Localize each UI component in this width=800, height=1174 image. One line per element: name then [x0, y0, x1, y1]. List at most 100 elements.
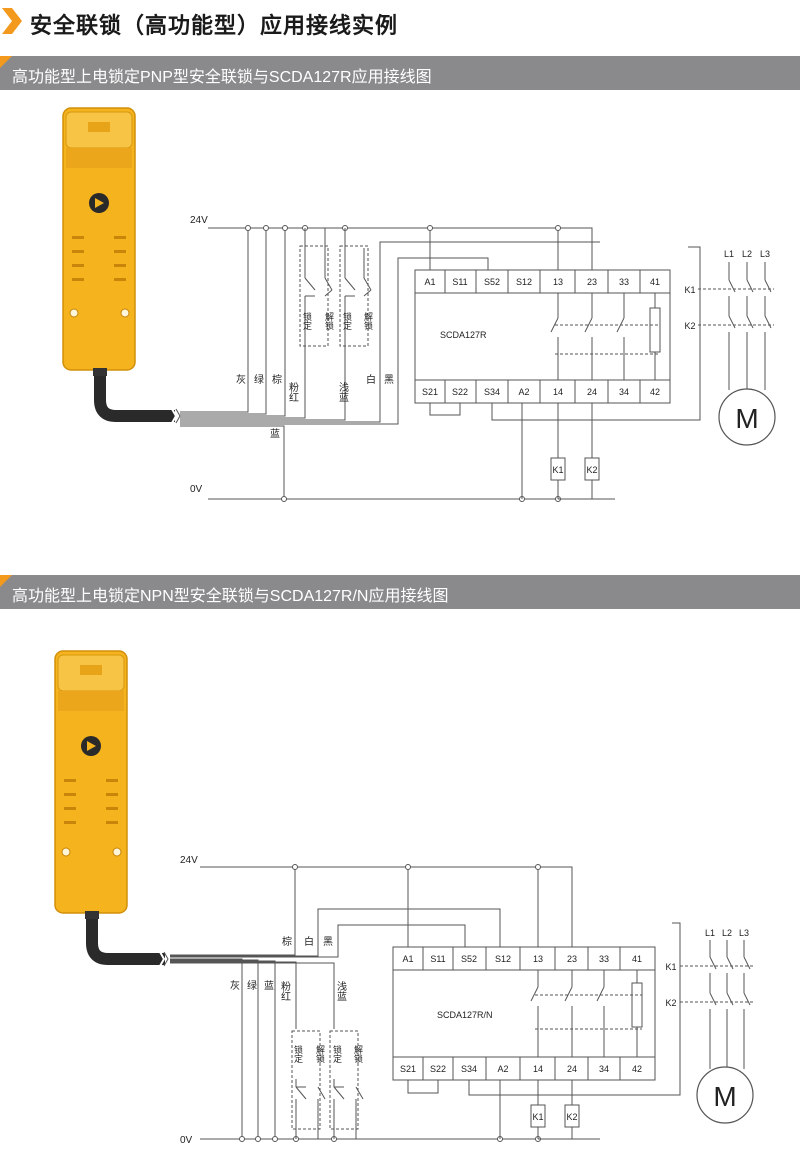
- phase-l1-label: L1: [724, 249, 734, 259]
- terminal-s12: S12: [495, 954, 511, 964]
- cable: [94, 376, 175, 422]
- safety-relay-module: SCDA127R/N A1 S11 S52 S12 13 23 33 41 S2…: [392, 946, 656, 1081]
- cable-wires: [170, 867, 501, 1139]
- wire-label-brown: 棕: [272, 373, 282, 386]
- wire-label-light-blue: 浅蓝: [337, 381, 349, 402]
- wire-label-blue: 蓝: [264, 980, 274, 992]
- wire-label-black: 黑: [323, 936, 333, 948]
- wire-label-pink-red: 粉红: [287, 381, 299, 402]
- wire-label-light-blue: 浅蓝: [335, 980, 347, 1001]
- terminal-s21: S21: [422, 387, 438, 397]
- switch-lock-label: 锁定: [293, 1044, 303, 1064]
- terminal-23: 23: [567, 954, 577, 964]
- section-header-npn: 高功能型上电锁定NPN型安全联锁与SCDA127R/N应用接线图: [0, 575, 800, 609]
- terminal-34: 34: [599, 1064, 609, 1074]
- motor-symbol: [696, 1066, 754, 1124]
- k2-contact-label: K2: [684, 321, 695, 331]
- section-header-pnp: 高功能型上电锁定PNP型安全联锁与SCDA127R应用接线图: [0, 56, 800, 90]
- coil-k1-label: K1: [552, 465, 563, 475]
- switch-unlock-label: 解锁: [315, 1044, 325, 1064]
- terminal-41: 41: [632, 954, 642, 964]
- k1-contact-label: K1: [665, 962, 676, 972]
- phase-l1-label: L1: [705, 928, 715, 938]
- terminal-33: 33: [619, 277, 629, 287]
- phase-l3-label: L3: [739, 928, 749, 938]
- wire-label-green: 绿: [247, 979, 257, 992]
- terminal-a2: A2: [518, 387, 529, 397]
- wire-label-green: 绿: [254, 373, 264, 386]
- terminal-s52: S52: [484, 277, 500, 287]
- supply-24v-label: 24V: [190, 215, 208, 226]
- coil-k2-label: K2: [586, 465, 597, 475]
- chevron-right-icon: [2, 8, 22, 34]
- wire-label-gray: 灰: [230, 979, 240, 992]
- wire-label-white: 白: [366, 373, 376, 386]
- motor-label: M: [713, 1081, 736, 1112]
- wire-label-black: 黑: [384, 374, 394, 386]
- terminal-42: 42: [650, 387, 660, 397]
- motor-label: M: [735, 403, 758, 434]
- motor-circuit: L1 L2 L3 K1 K2 M: [665, 928, 754, 1124]
- coil-k1-label: K1: [532, 1112, 543, 1122]
- corner-accent: [0, 56, 12, 68]
- terminal-s11: S11: [452, 277, 467, 287]
- wire-label-brown: 棕: [282, 935, 292, 948]
- terminal-14: 14: [553, 387, 563, 397]
- relay-model-label: SCDA127R: [440, 330, 487, 340]
- lock-switches: [291, 1030, 364, 1139]
- section-title-npn: 高功能型上电锁定NPN型安全联锁与SCDA127R/N应用接线图: [12, 588, 449, 605]
- page-title: 安全联锁（高功能型）应用接线实例: [30, 13, 399, 38]
- terminal-24: 24: [587, 387, 597, 397]
- corner-accent: [0, 575, 12, 587]
- terminal-a1: A1: [402, 954, 413, 964]
- safety-interlock-device: [62, 107, 136, 376]
- terminal-41: 41: [650, 277, 660, 287]
- section-title-pnp: 高功能型上电锁定PNP型安全联锁与SCDA127R应用接线图: [12, 69, 432, 86]
- wire-label-pink-red: 粉红: [279, 980, 291, 1001]
- k1-contact-label: K1: [684, 285, 695, 295]
- motor-symbol: [718, 388, 776, 446]
- contactor-coils: K1 K2: [530, 1104, 580, 1128]
- terminal-s22: S22: [452, 387, 468, 397]
- safety-interlock-device: [54, 650, 128, 919]
- terminal-s22: S22: [430, 1064, 446, 1074]
- terminal-14: 14: [533, 1064, 543, 1074]
- terminal-13: 13: [553, 277, 563, 287]
- terminal-23: 23: [587, 277, 597, 287]
- k2-contact-label: K2: [665, 998, 676, 1008]
- supply-0v-label: 0V: [180, 1135, 193, 1146]
- terminal-a2: A2: [497, 1064, 508, 1074]
- coil-k2-label: K2: [566, 1112, 577, 1122]
- relay-model-label: SCDA127R/N: [437, 1010, 493, 1020]
- terminal-s52: S52: [461, 954, 477, 964]
- terminal-24: 24: [567, 1064, 577, 1074]
- terminal-s21: S21: [400, 1064, 416, 1074]
- supply-0v-label: 0V: [190, 484, 203, 495]
- terminal-s34: S34: [461, 1064, 477, 1074]
- terminal-s12: S12: [516, 277, 532, 287]
- switch-unlock-label-2: 解锁: [363, 311, 373, 331]
- terminal-s34: S34: [484, 387, 500, 397]
- supply-24v-label: 24V: [180, 855, 198, 866]
- terminal-34: 34: [619, 387, 629, 397]
- lock-switches: [299, 228, 372, 347]
- phase-l3-label: L3: [760, 249, 770, 259]
- terminal-42: 42: [632, 1064, 642, 1074]
- wire-label-blue: 蓝: [270, 428, 280, 440]
- wire-label-white: 白: [304, 935, 314, 948]
- switch-unlock-label: 解锁: [324, 311, 334, 331]
- phase-l2-label: L2: [722, 928, 732, 938]
- terminal-a1: A1: [424, 277, 435, 287]
- wire-label-gray: 灰: [236, 373, 246, 386]
- phase-l2-label: L2: [742, 249, 752, 259]
- page-header: 安全联锁（高功能型）应用接线实例: [0, 0, 800, 44]
- safety-relay-module: SCDA127R A1 S11 S52 S12 13 23 33 41 S21 …: [414, 269, 671, 404]
- switch-lock-label-2: 锁定: [342, 311, 352, 331]
- terminal-13: 13: [533, 954, 543, 964]
- switch-unlock-label-2: 解锁: [353, 1044, 363, 1064]
- npn-wiring-diagram: 24V 0V 锁定 解锁 锁定 解锁 棕 白 黑 灰 绿 蓝 粉红 浅蓝: [54, 650, 754, 1146]
- switch-lock-label-2: 锁定: [332, 1044, 342, 1064]
- cable: [86, 919, 165, 965]
- contactor-coils: K1 K2: [550, 457, 600, 481]
- motor-circuit: L1 L2 L3 K1 K2 M: [684, 249, 776, 446]
